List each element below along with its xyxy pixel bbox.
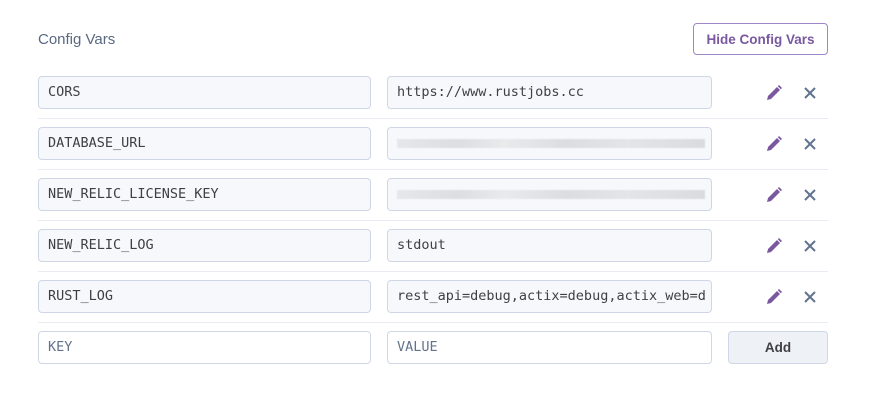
- close-icon[interactable]: [800, 134, 820, 154]
- section-title: Config Vars: [38, 31, 116, 48]
- new-value-input[interactable]: VALUE: [387, 331, 712, 364]
- config-var-row: CORS https://www.rustjobs.cc: [38, 68, 828, 119]
- pencil-icon[interactable]: [764, 287, 784, 307]
- obscured-value: [397, 138, 705, 148]
- var-key-field[interactable]: NEW_RELIC_LICENSE_KEY: [38, 178, 371, 211]
- hide-config-vars-button[interactable]: Hide Config Vars: [693, 23, 828, 55]
- var-value-field[interactable]: stdout: [387, 229, 712, 262]
- new-config-var-row: KEY VALUE Add: [38, 323, 828, 374]
- close-icon[interactable]: [800, 83, 820, 103]
- close-icon[interactable]: [800, 287, 820, 307]
- config-vars-list: CORS https://www.rustjobs.cc DATABASE_UR…: [38, 68, 828, 374]
- config-vars-header: Config Vars Hide Config Vars: [38, 23, 828, 55]
- var-value-field[interactable]: rest_api=debug,actix=debug,actix_web=d: [387, 280, 712, 313]
- close-icon[interactable]: [800, 185, 820, 205]
- var-key-field[interactable]: RUST_LOG: [38, 280, 371, 313]
- var-value-field[interactable]: https://www.rustjobs.cc: [387, 76, 712, 109]
- var-key-field[interactable]: DATABASE_URL: [38, 127, 371, 160]
- pencil-icon[interactable]: [764, 236, 784, 256]
- pencil-icon[interactable]: [764, 83, 784, 103]
- pencil-icon[interactable]: [764, 185, 784, 205]
- config-var-row: DATABASE_URL: [38, 119, 828, 170]
- var-value-field-obscured[interactable]: [387, 127, 712, 160]
- var-value-field-obscured[interactable]: [387, 178, 712, 211]
- config-var-row: RUST_LOG rest_api=debug,actix=debug,acti…: [38, 272, 828, 323]
- close-icon[interactable]: [800, 236, 820, 256]
- config-var-row: NEW_RELIC_LOG stdout: [38, 221, 828, 272]
- obscured-value: [397, 189, 705, 199]
- var-key-field[interactable]: NEW_RELIC_LOG: [38, 229, 371, 262]
- add-button[interactable]: Add: [728, 331, 828, 364]
- new-key-input[interactable]: KEY: [38, 331, 371, 364]
- pencil-icon[interactable]: [764, 134, 784, 154]
- config-var-row: NEW_RELIC_LICENSE_KEY: [38, 170, 828, 221]
- var-key-field[interactable]: CORS: [38, 76, 371, 109]
